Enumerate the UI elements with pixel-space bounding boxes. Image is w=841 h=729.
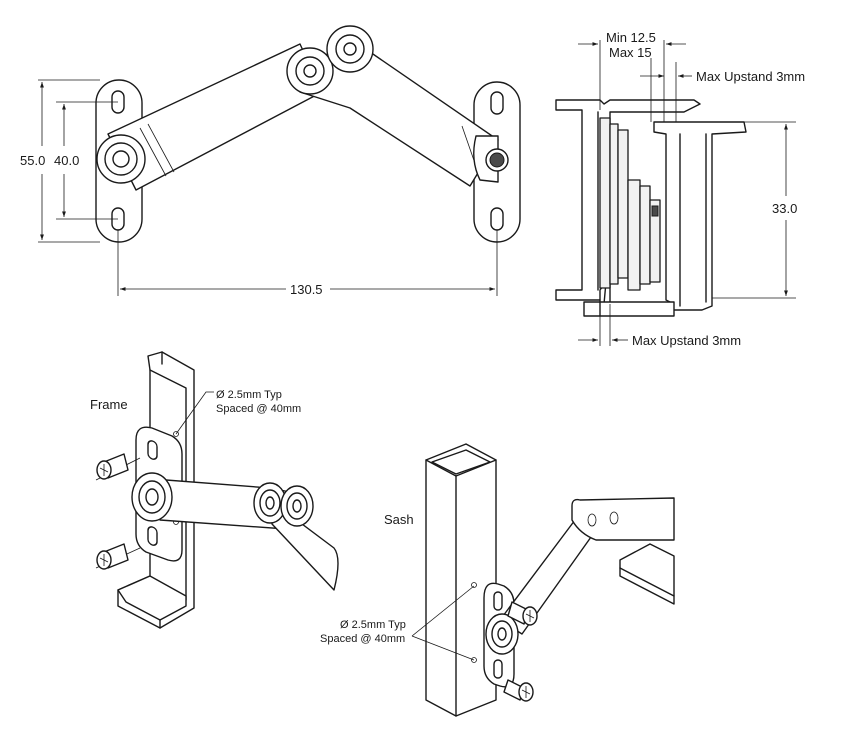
dimension-130: 130.5 <box>290 282 323 297</box>
dimension-55: 55.0 <box>20 153 45 168</box>
sash-isometric: Sash Ø 2.5mm Typ Spaced @ 40mm <box>320 443 675 717</box>
section-view: Min 12.5 Max 15 Max Upstand 3mm 33.0 Max… <box>555 30 805 348</box>
right-plate-slot-top <box>490 91 504 115</box>
frame-label: Frame <box>90 397 128 412</box>
left-pivot-hole <box>112 150 130 168</box>
sash-label: Sash <box>384 512 414 527</box>
sash-hole-bottom <box>471 657 477 663</box>
right-pivot-rivet <box>489 152 505 168</box>
frame-hole-top <box>173 431 179 437</box>
min-dimension-label: Min 12.5 <box>606 30 656 45</box>
max-dimension-label: Max 15 <box>609 45 652 60</box>
upstand-top-label: Max Upstand 3mm <box>696 69 805 84</box>
dimension-40: 40.0 <box>54 153 79 168</box>
frame-screw-top <box>95 453 141 481</box>
frame-isometric: Frame Ø 2.5mm Typ Spaced @ 40mm <box>90 351 339 629</box>
frame-hole-spec-1: Ø 2.5mm Typ <box>216 389 282 401</box>
sash-upper-bar <box>571 497 675 541</box>
sash-screw-bottom <box>503 679 534 702</box>
frame-screw-bottom <box>95 543 141 570</box>
plan-view: 55.0 40.0 130.5 <box>20 25 521 297</box>
sash-hole-spec-1: Ø 2.5mm Typ <box>340 619 406 631</box>
sash-hole-top <box>471 582 477 588</box>
sash-hole-spec-2: Spaced @ 40mm <box>320 633 405 645</box>
right-plate-slot-bottom <box>490 207 504 231</box>
upstand-bottom-label: Max Upstand 3mm <box>632 333 741 348</box>
dimension-33: 33.0 <box>772 201 797 216</box>
sash-profile <box>653 121 747 311</box>
frame-hole-spec-2: Spaced @ 40mm <box>216 403 301 415</box>
sash-lower-channel <box>619 543 675 605</box>
sash-screw-top <box>507 601 538 626</box>
